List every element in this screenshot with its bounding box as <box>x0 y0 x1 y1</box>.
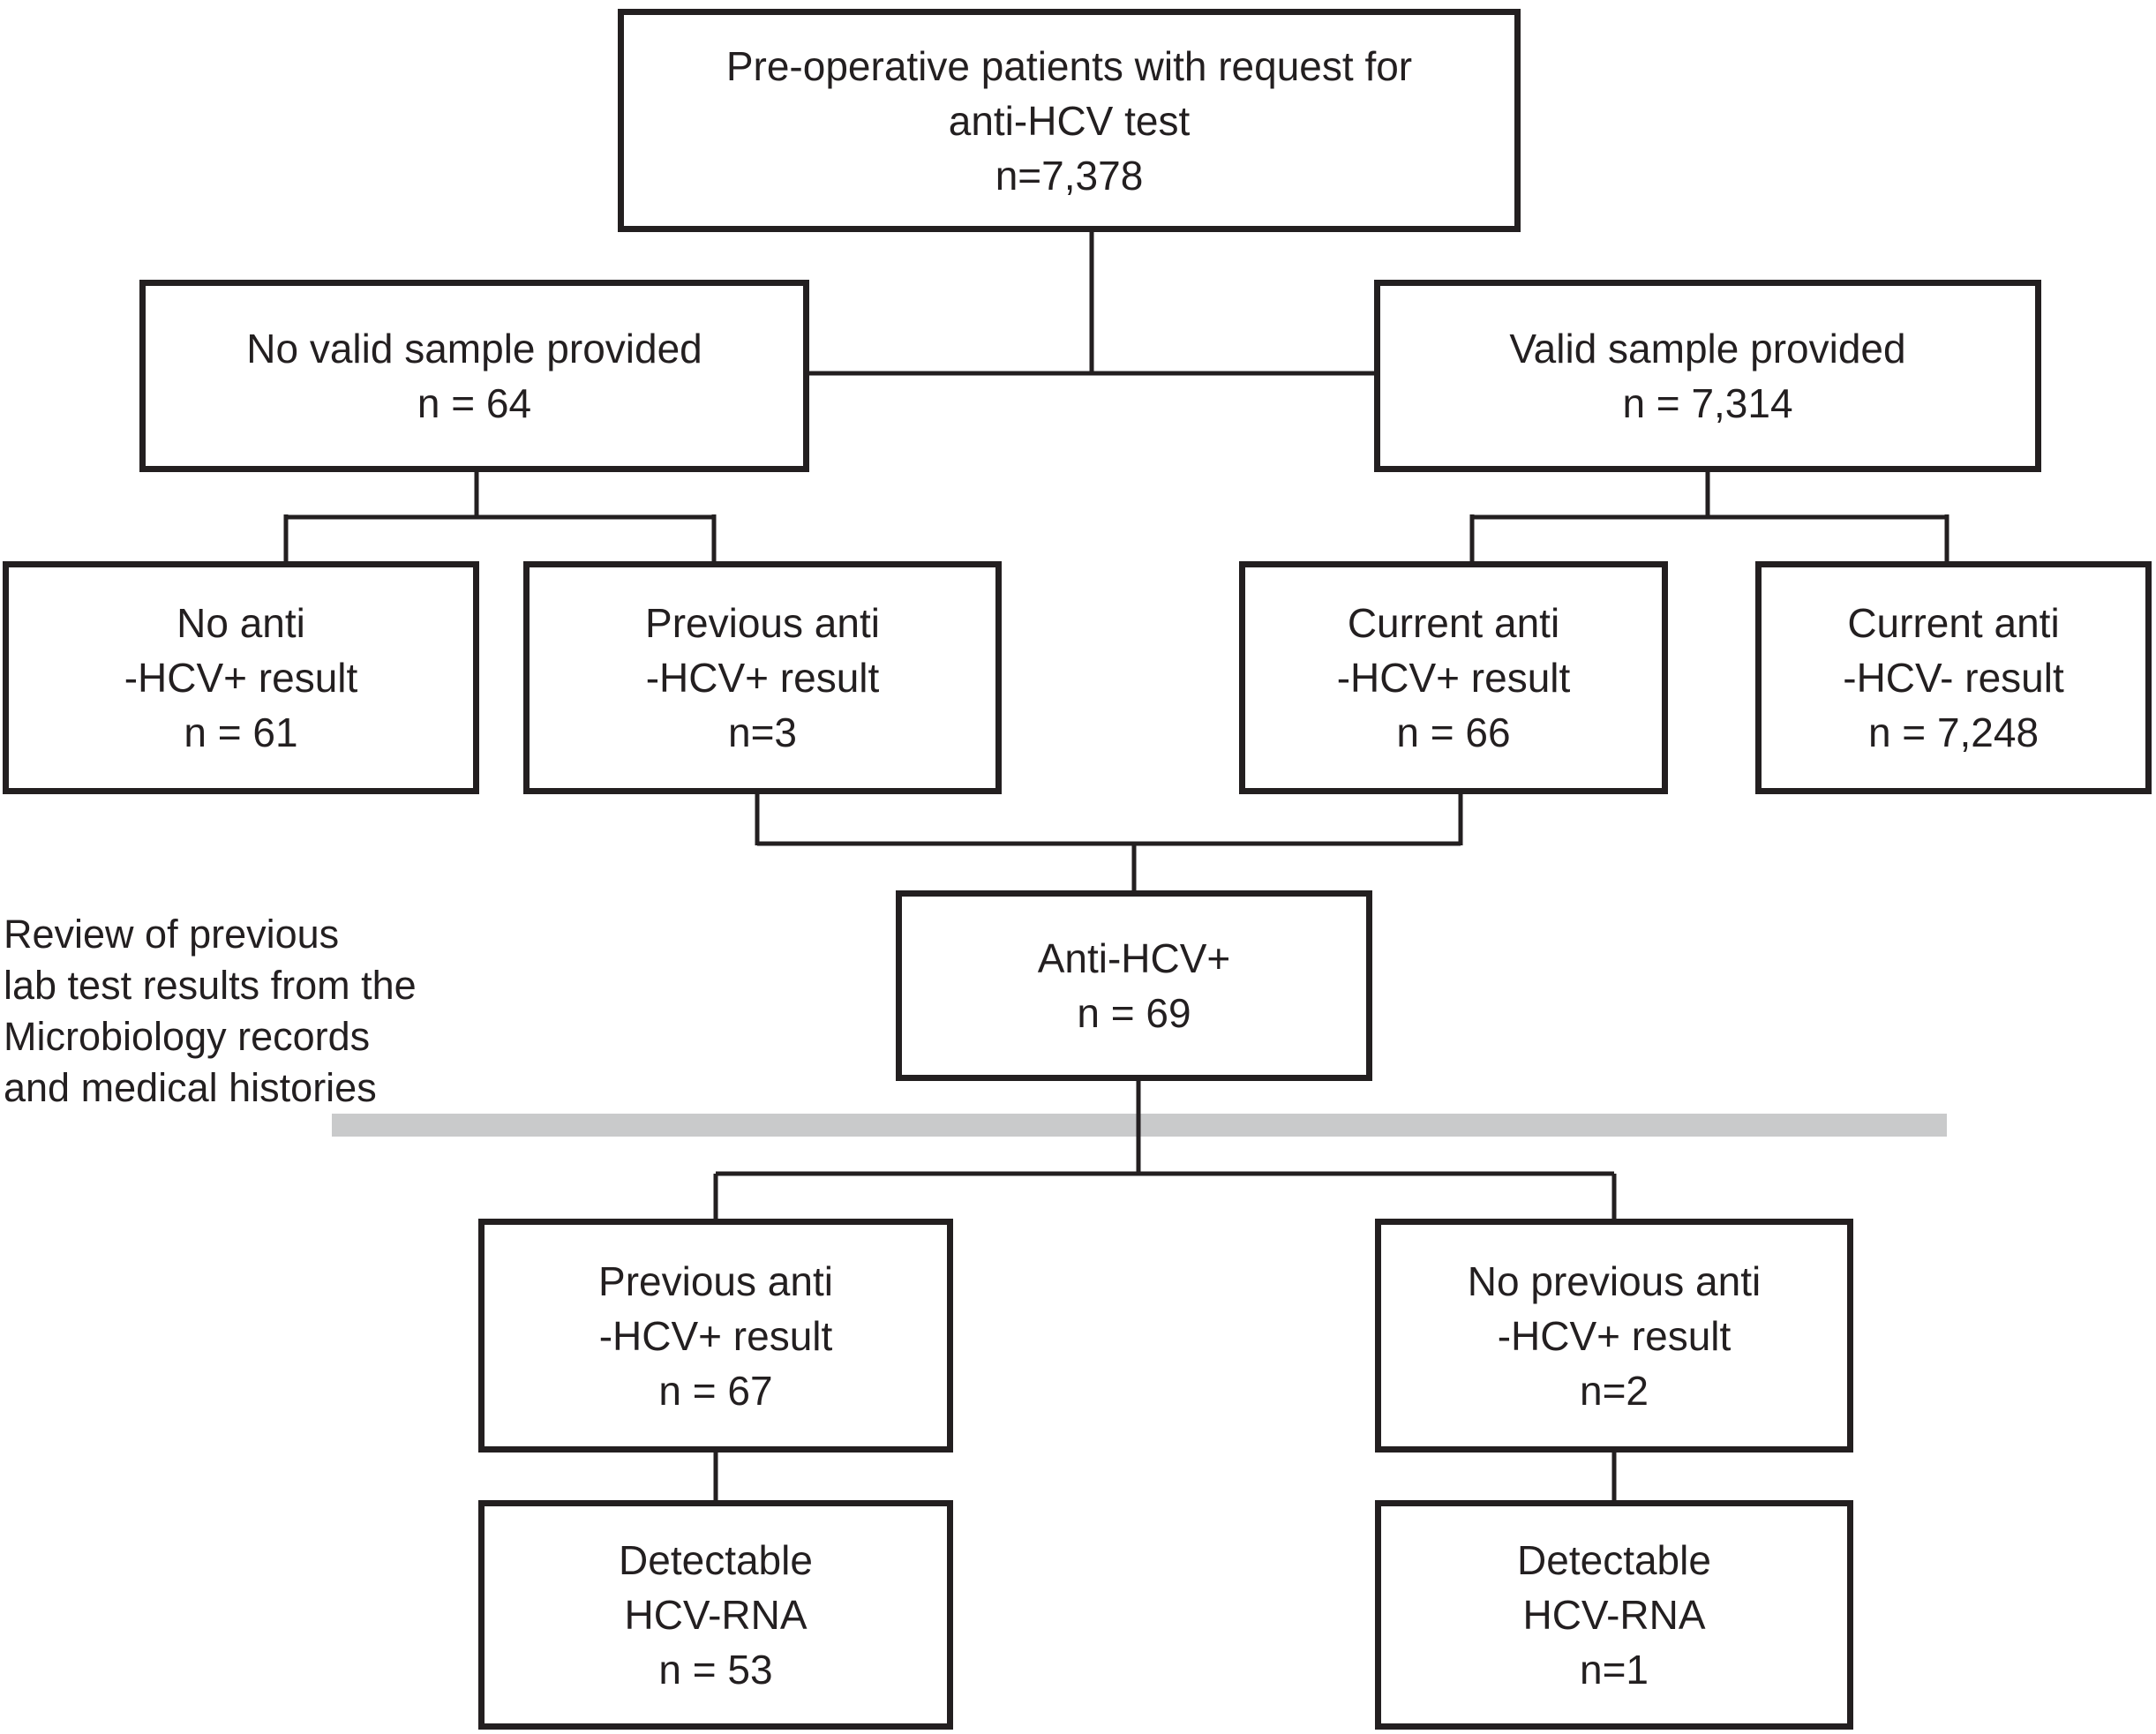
box-line: -HCV+ result <box>1497 1312 1732 1359</box>
box-line: n = 66 <box>1396 709 1511 755</box>
side-note-line: and medical histories <box>4 1065 377 1110</box>
side-note: Review of previous lab test results from… <box>4 909 551 1114</box>
box-line: -HCV+ result <box>645 655 880 701</box>
flow-box-detectable-hcv-rna-n53: Detectable HCV-RNA n = 53 <box>478 1500 953 1730</box>
side-note-line: Microbiology records <box>4 1014 371 1059</box>
box-line: -HCV- result <box>1843 655 2064 701</box>
box-line: Current anti <box>1847 600 2060 646</box>
box-line: Detectable <box>1517 1537 1711 1583</box>
box-line: Previous anti <box>645 600 880 646</box>
box-line: Previous anti <box>598 1257 833 1304</box>
flow-box-no-previous-anti-hcv: No previous anti -HCV+ result n=2 <box>1375 1219 1853 1453</box>
side-note-line: lab test results from the <box>4 963 417 1008</box>
box-line: n=2 <box>1579 1367 1649 1414</box>
box-line: Detectable <box>619 1537 813 1583</box>
box-line: n = 61 <box>184 709 298 755</box>
flow-box-no-anti-hcv-result: No anti -HCV+ result n = 61 <box>3 561 479 794</box>
box-line: No anti <box>177 600 305 646</box>
box-line: HCV-RNA <box>624 1592 808 1638</box>
box-line: -HCV+ result <box>598 1312 833 1359</box>
flow-box-previous-anti-hcv-n67: Previous anti -HCV+ result n = 67 <box>478 1219 953 1453</box>
box-line: n = 53 <box>658 1647 773 1693</box>
flow-box-no-valid-sample: No valid sample provided n = 64 <box>139 280 809 472</box>
box-line: -HCV+ result <box>1336 655 1571 701</box>
box-line: n = 64 <box>417 380 532 426</box>
flow-box-valid-sample: Valid sample provided n = 7,314 <box>1374 280 2041 472</box>
box-line: n = 67 <box>658 1367 773 1414</box>
flow-box-current-anti-hcv-positive: Current anti -HCV+ result n = 66 <box>1239 561 1668 794</box>
box-line: No previous anti <box>1467 1257 1762 1304</box>
box-line: n=1 <box>1579 1647 1649 1693</box>
box-line: anti-HCV test <box>948 97 1191 144</box>
flow-box-current-anti-hcv-negative: Current anti -HCV- result n = 7,248 <box>1755 561 2152 794</box>
box-line: Pre-operative patients with request for <box>725 42 1413 89</box>
side-note-line: Review of previous <box>4 912 340 957</box>
box-line: n = 7,314 <box>1622 380 1793 426</box>
box-line: Current anti <box>1347 600 1560 646</box>
box-line: n = 69 <box>1077 990 1191 1036</box>
box-line: n=3 <box>727 709 798 755</box>
box-line: HCV-RNA <box>1522 1592 1706 1638</box>
box-line: Anti-HCV+ <box>1037 935 1231 981</box>
flow-box-anti-hcv-positive: Anti-HCV+ n = 69 <box>896 890 1372 1081</box>
flow-box-detectable-hcv-rna-n1: Detectable HCV-RNA n=1 <box>1375 1500 1853 1730</box>
box-line: No valid sample provided <box>246 326 702 372</box>
box-line: n=7,378 <box>995 152 1144 199</box>
box-line: n = 7,248 <box>1867 709 2040 755</box>
box-line: -HCV+ result <box>124 655 358 701</box>
flow-box-previous-anti-hcv-n3: Previous anti -HCV+ result n=3 <box>523 561 1002 794</box>
box-line: Valid sample provided <box>1509 326 1906 372</box>
flow-box-preoperative-patients: Pre-operative patients with request for … <box>618 9 1521 232</box>
